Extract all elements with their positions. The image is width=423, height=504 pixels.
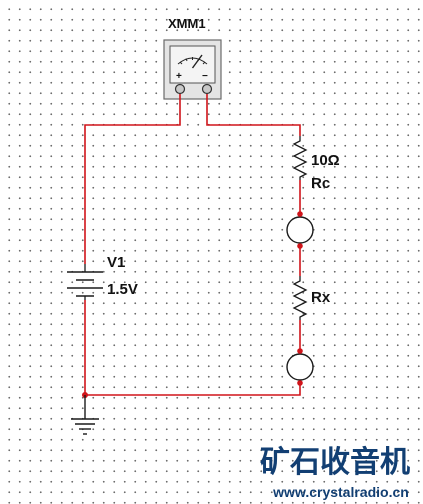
resistor-rx[interactable]: Rx	[292, 276, 331, 320]
battery-v1[interactable]: V1 1.5V	[67, 254, 138, 300]
meter-minus-terminal[interactable]	[201, 83, 213, 95]
junction-dot	[297, 348, 303, 354]
wire-meter-minus-to-rc	[206, 94, 301, 136]
meter-label: XMM1	[168, 16, 206, 31]
meter-needle	[191, 54, 203, 69]
multimeter-xmm1[interactable]: XMM1 + −	[163, 16, 222, 100]
resistor-rc-value: 10Ω	[311, 152, 340, 169]
watermark-title: 矿石收音机	[260, 445, 410, 479]
junction-dot	[297, 380, 303, 386]
meter-plus-terminal[interactable]	[174, 83, 186, 95]
junction-dot	[297, 211, 303, 217]
battery-name: V1	[107, 254, 125, 271]
ground-symbol	[71, 395, 99, 435]
lamp-2[interactable]	[286, 353, 314, 381]
junction-dot	[297, 243, 303, 249]
junctions	[82, 211, 303, 398]
meter-display	[169, 45, 216, 84]
wire-meter-plus-to-battery	[84, 94, 181, 264]
wire-lamp2-to-ground	[85, 382, 301, 396]
wires	[84, 94, 301, 396]
meter-plus-label: +	[176, 71, 182, 82]
resistor-rc-name: Rc	[311, 175, 330, 192]
meter-minus-label: −	[202, 71, 208, 82]
lamp-1[interactable]	[286, 216, 314, 244]
battery-value: 1.5V	[107, 281, 138, 298]
resistor-rx-name: Rx	[311, 289, 331, 306]
watermark-url: www.crystalradio.cn	[272, 484, 409, 500]
resistor-rc[interactable]: 10Ω Rc	[292, 136, 340, 192]
watermark: 矿石收音机 www.crystalradio.cn	[260, 445, 410, 500]
